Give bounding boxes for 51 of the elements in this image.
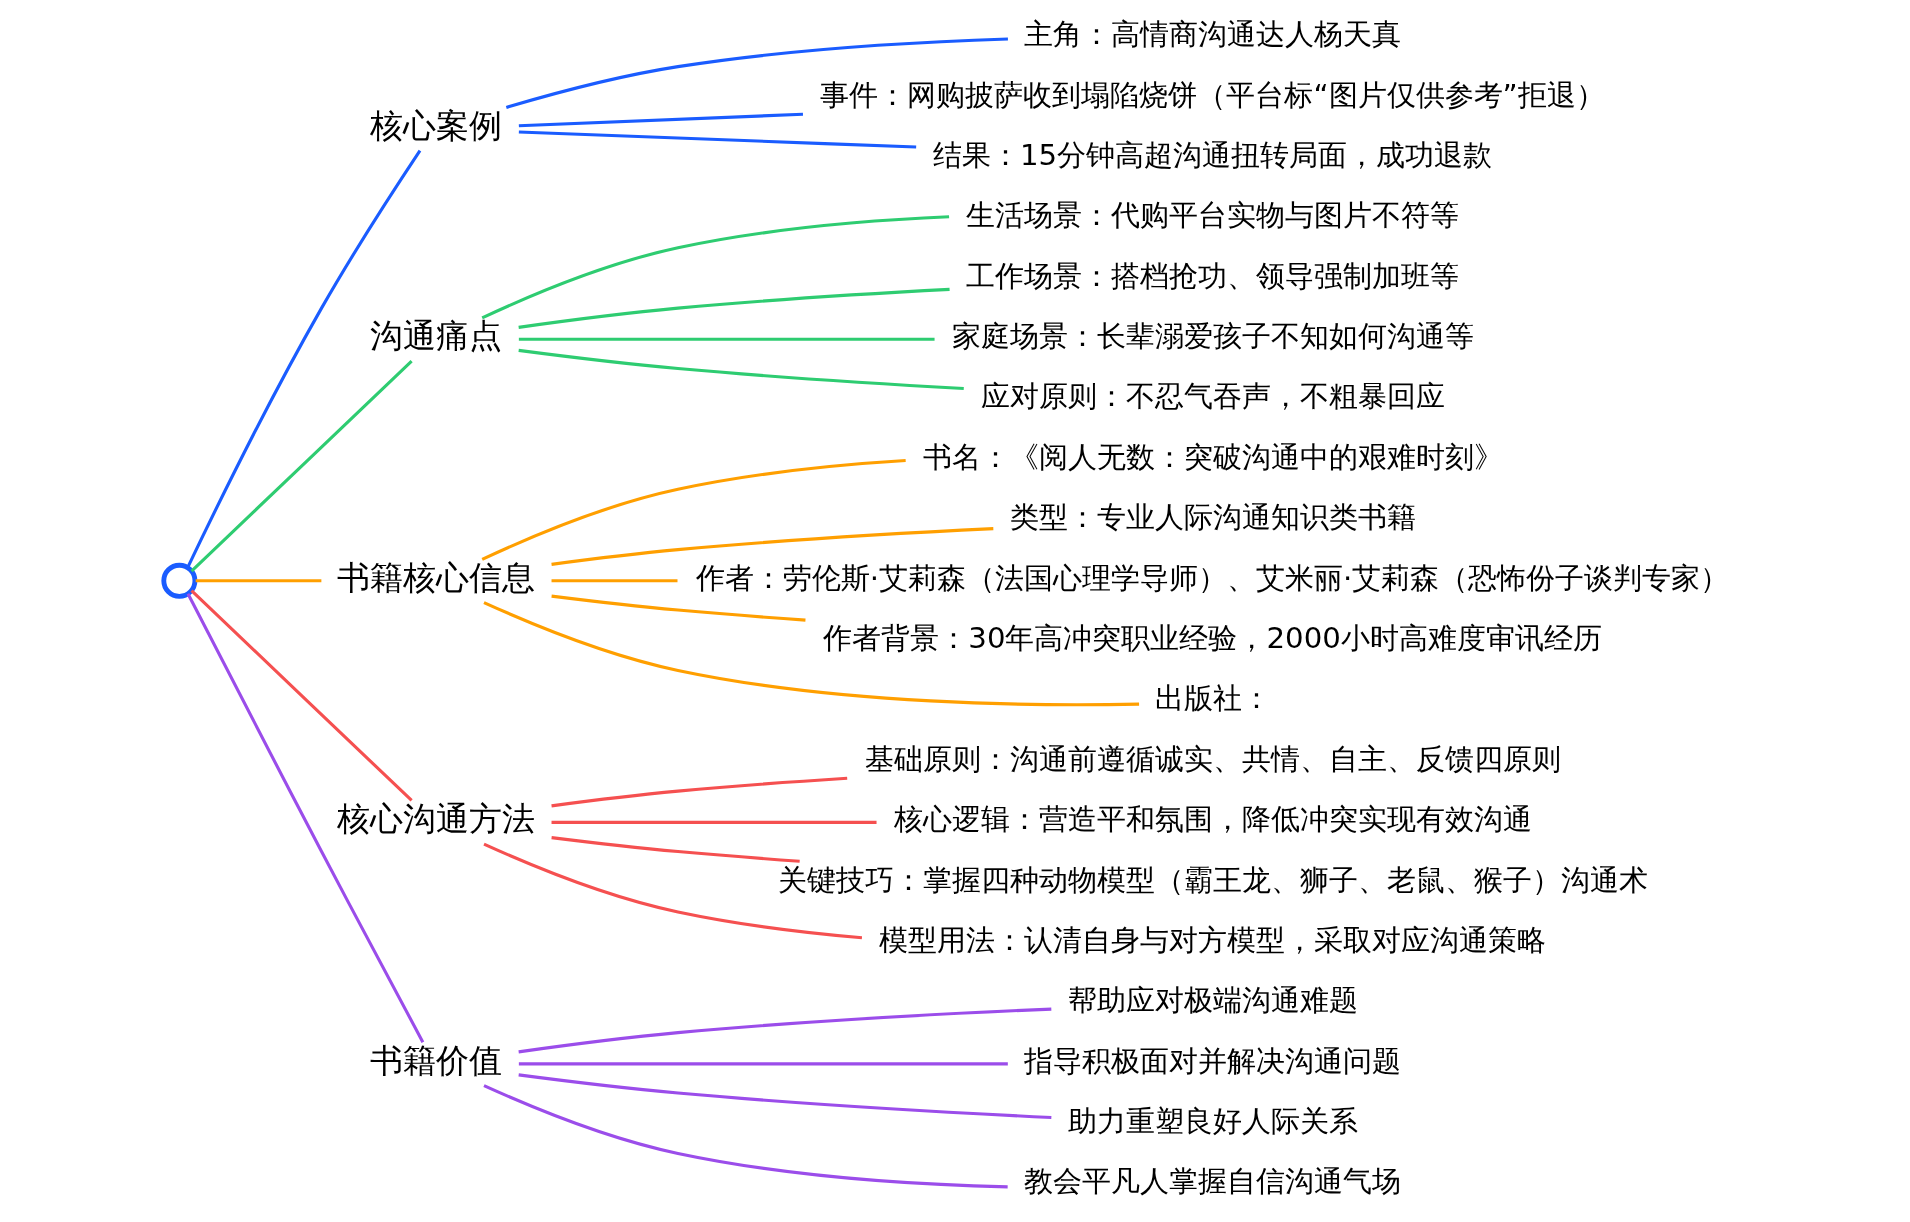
- connector: [517, 1007, 1051, 1054]
- connector: [185, 149, 421, 569]
- connector: [550, 527, 993, 566]
- connector: [481, 458, 906, 561]
- connector: [518, 112, 803, 128]
- connector: [518, 337, 935, 341]
- connector: [482, 601, 1139, 707]
- node-text: 出版社：: [1154, 681, 1271, 716]
- connector: [505, 37, 1008, 109]
- node-text: 教会平凡人掌握自信沟通气场: [1023, 1164, 1401, 1199]
- node-text: 作者：劳伦斯·艾莉森（法国心理学导师）、艾米丽·艾莉森（恐怖份子谈判专家）: [695, 560, 1729, 595]
- connector: [550, 776, 847, 808]
- node-text: 工作场景：搭档抢功、领导强制加班等: [965, 258, 1459, 293]
- connector: [482, 842, 862, 940]
- node-text: 指导积极面对并解决沟通问题: [1023, 1043, 1401, 1078]
- connector: [517, 1073, 1051, 1120]
- connector: [518, 1062, 1008, 1066]
- node-text: 书籍核心信息: [336, 557, 535, 597]
- node-text: 生活场景：代购平台实物与图片不符等: [965, 198, 1459, 233]
- connector: [186, 593, 424, 1043]
- connector: [190, 589, 413, 802]
- connector: [550, 594, 806, 622]
- connector: [551, 579, 677, 583]
- connector: [518, 130, 916, 149]
- connector: [551, 820, 877, 824]
- node-text: 基础原则：沟通前遵循诚实、共情、自主、反馈四原则: [864, 741, 1561, 776]
- node-text: 书籍价值: [369, 1040, 502, 1080]
- node-text: 助力重塑良好人际关系: [1067, 1104, 1358, 1139]
- node-text: 类型：专业人际沟通知识类书籍: [1009, 500, 1416, 535]
- node-text: 关键技巧：掌握四种动物模型（霸王龙、狮子、老鼠、猴子）沟通术: [777, 862, 1648, 897]
- node-text: 书名：《阅人无数：突破沟通中的艰难时刻》: [922, 439, 1503, 474]
- node-text: 帮助应对极端沟通难题: [1067, 983, 1358, 1018]
- node-text: 模型用法：认清自身与对方模型，采取对应沟通策略: [878, 922, 1546, 957]
- connector: [482, 1084, 1008, 1189]
- connector: [517, 287, 950, 329]
- connector: [195, 579, 321, 583]
- node-text: 作者背景：30年高冲突职业经验，2000小时高难度审讯经历: [822, 621, 1602, 655]
- connector: [517, 348, 964, 391]
- node-circle: [160, 562, 197, 599]
- connector: [550, 836, 800, 863]
- node-text: 事件：网购披萨收到塌陷烧饼（平台标“图片仅供参考”拒退）: [819, 77, 1605, 112]
- node-text: 家庭场景：长辈溺爱孩子不知如何沟通等: [951, 319, 1474, 354]
- node-text: 结果：15分钟高超沟通扭转局面，成功退款: [932, 137, 1492, 172]
- node-text: 核心逻辑：营造平和氛围，降低冲突实现有效沟通: [893, 802, 1532, 837]
- connector: [190, 360, 413, 573]
- node-text: 应对原则：不忍气吞声，不粗暴回应: [980, 379, 1445, 414]
- node-text: 核心沟通方法: [336, 799, 535, 839]
- node-text: 沟通痛点: [369, 316, 502, 356]
- connector: [481, 215, 949, 320]
- node-text: 核心案例: [369, 105, 502, 145]
- node-text: 主角：高情商沟通达人杨天真: [1023, 17, 1401, 52]
